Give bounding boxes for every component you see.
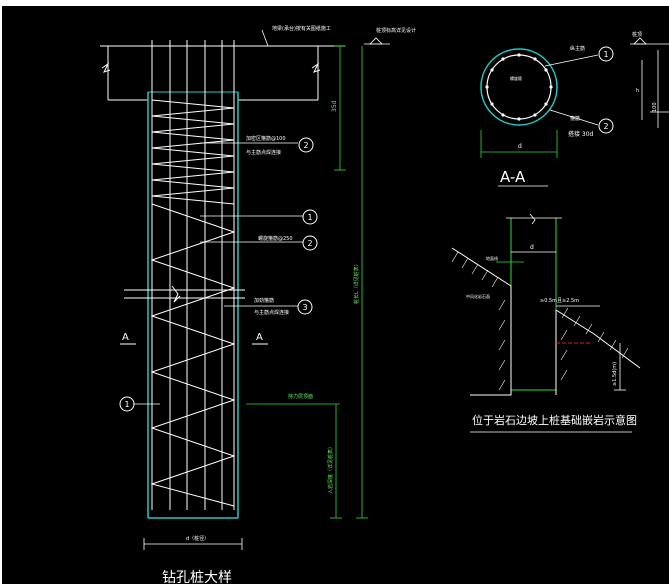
slope-left-ground bbox=[451, 247, 512, 396]
callout-circle-3 bbox=[297, 299, 313, 315]
label-hoop: 箍筋 bbox=[570, 115, 580, 122]
callout-2a: 2 bbox=[303, 141, 308, 150]
slope-right-rock bbox=[555, 309, 641, 369]
callout-2b: 2 bbox=[307, 239, 312, 248]
main-bars bbox=[151, 40, 235, 510]
note-cap: 地梁(承台)按有关图纸施工 bbox=[272, 25, 331, 32]
rebar-dots bbox=[485, 53, 553, 121]
pile-section-outer bbox=[480, 48, 558, 126]
callout-aa-2: 2 bbox=[603, 122, 608, 131]
rock-elev-text: 持力层顶面 bbox=[288, 393, 313, 400]
drawing-background bbox=[2, 6, 669, 584]
label-spiral: 螺旋箍 bbox=[510, 75, 522, 81]
callout-1b: 1 bbox=[124, 400, 129, 409]
rock-detail-title: 位于岩石边坡上桩基础嵌岩示意图 bbox=[472, 413, 637, 427]
dim-anchor-text: 35d bbox=[331, 100, 338, 112]
note-spiral: 螺旋箍筋@250 bbox=[258, 235, 293, 242]
break-mark-right bbox=[311, 62, 321, 73]
dim-diameter-text: d（桩径） bbox=[186, 535, 209, 542]
break-mark-left bbox=[101, 62, 111, 73]
dim-embed-text: 入岩深度（详见桩表） bbox=[327, 444, 334, 494]
hoop-break-mark bbox=[171, 285, 181, 303]
slope-break-mark bbox=[529, 213, 536, 225]
callout-circle-2b bbox=[302, 235, 318, 251]
callout-circle-1a bbox=[302, 209, 318, 225]
label-weld: 搭接 30d bbox=[568, 130, 594, 138]
label-ground: 地面线 bbox=[486, 255, 498, 261]
callout-aa-1: 1 bbox=[603, 50, 608, 59]
clip-dim-text: h bbox=[636, 88, 639, 94]
hatch-right bbox=[560, 307, 629, 381]
leader-top-note bbox=[261, 29, 269, 47]
spiral-stirrup-sparse bbox=[150, 203, 236, 507]
section-mark-right: A bbox=[256, 332, 263, 343]
pile-detail-title: 钻孔桩大样 bbox=[162, 569, 232, 584]
dim-total-text: 桩长L（详见桩表） bbox=[353, 261, 360, 304]
section-aa: 螺旋箍 纵主筋 1 箍筋 搭接 30d 2 d A-A bbox=[480, 45, 614, 187]
note-dense-stirrup: 加密区箍筋@100 bbox=[246, 135, 286, 142]
note-dense-stirrup-2: 与主筋点焊连接 bbox=[246, 149, 281, 156]
section-aa-title: A-A bbox=[500, 168, 526, 186]
clipped-detail: 桩顶 h 100 bbox=[630, 31, 669, 128]
note-hoop: 加劲箍筋 bbox=[254, 297, 274, 304]
clip-label-text: 100 bbox=[652, 102, 658, 112]
note-top-elev: 桩顶标高详见设计 bbox=[376, 27, 416, 34]
slope-dim-d-text: d bbox=[530, 244, 534, 251]
label-main-bar: 纵主筋 bbox=[570, 45, 585, 52]
clip-elev-text: 桩顶 bbox=[632, 31, 642, 38]
label-edge-dist: ≥0.5m且≥2.5m bbox=[540, 298, 579, 304]
hatch-left bbox=[451, 251, 506, 391]
pile-detail: A A 2 加密区箍筋@100 与主筋点焊连接 1 2 螺旋箍筋@250 3 加… bbox=[100, 25, 416, 584]
callout-circle-1b bbox=[119, 396, 135, 412]
spiral-stirrup-dense bbox=[151, 99, 235, 205]
note-hoop-2: 与主筋点焊连接 bbox=[254, 309, 289, 316]
leader-main-bar-aa bbox=[544, 54, 599, 67]
section-mark-left: A bbox=[122, 332, 129, 343]
dim-aa-text: d bbox=[518, 143, 522, 150]
callout-1a: 1 bbox=[307, 213, 312, 222]
leader-hoop-aa bbox=[549, 109, 599, 126]
callout-circle-2a bbox=[298, 137, 314, 153]
label-embed-slope: ≥1.5d(m) bbox=[612, 362, 618, 386]
label-rock-left: 中风化岩石面 bbox=[466, 293, 490, 299]
rock-slope-detail: d 地面线 中风化岩石面 ≥0.5m且≥2.5m ≥1.5d(m) 位于岩石边坡… bbox=[451, 213, 641, 433]
callout-3: 3 bbox=[302, 303, 307, 312]
